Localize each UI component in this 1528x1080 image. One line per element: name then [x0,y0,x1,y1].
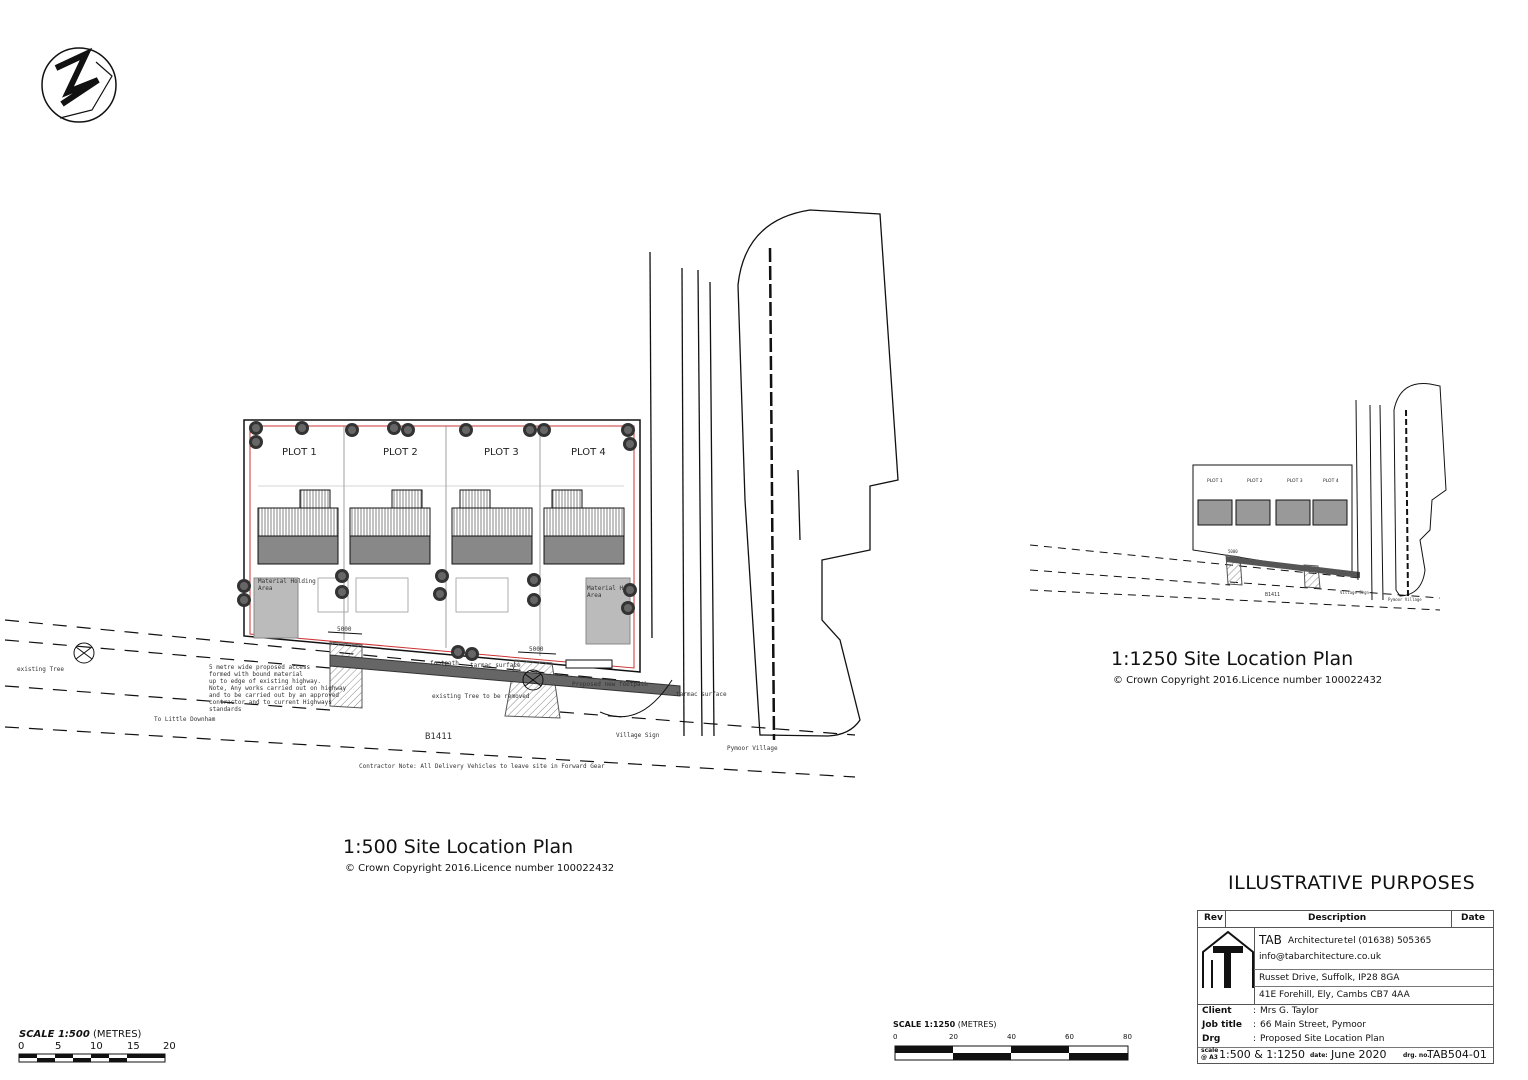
material-holding-1: Material Holding [258,578,316,585]
main-plan-title: 1:500 Site Location Plan [343,836,574,858]
company-name: TAB [1259,933,1282,947]
company-address-2: 41E Forehill, Ely, Cambs CB7 4AA [1259,990,1410,1000]
contractor-note: Contractor Note: All Delivery Vehicles t… [359,763,605,770]
tab-logo-icon [1202,930,1254,988]
scale-label: scale [1201,1047,1219,1054]
date-value: June 2020 [1331,1048,1387,1061]
scale-500-tick: 5 [55,1041,62,1052]
small-dimension: 5000 [1228,549,1238,554]
road-name-label: B1411 [425,732,452,742]
scale-bar-1250: SCALE 1:1250 (METRES) [893,1020,997,1029]
pymoor-village-label: Pymoor Village [727,745,778,752]
scale-bar-1250-graphic [894,1045,1129,1061]
company-tel: tel (01638) 505365 [1344,936,1432,946]
scale-value: 1:500 & 1:1250 [1219,1048,1305,1061]
north-arrow-icon [41,47,117,123]
small-village-sign: Village Sign [1340,590,1369,595]
small-plan-copyright: © Crown Copyright 2016.Licence number 10… [1113,675,1383,686]
access-note: 5 metre wide proposed access formed with… [209,664,347,713]
access-note-line: contractor and to current Highways [209,699,332,706]
material-holding-1-area: Area [258,585,273,592]
scale-bar-500-graphic [18,1053,166,1063]
access-note-line: 5 metre wide proposed access [209,664,311,671]
tree-removed-label: existing Tree to be removed [432,693,530,700]
scale-1250-tick: 0 [893,1033,898,1041]
job-colon: : [1253,1020,1257,1030]
small-plot-3-label: PLOT 3 [1287,478,1303,484]
access-note-line: standards [209,706,242,713]
scale-bar-500: SCALE 1:500 (METRES) [19,1029,141,1040]
drgno-label: drg. no. [1403,1052,1430,1059]
plot-4-label: PLOT 4 [571,447,606,458]
small-plot-4-label: PLOT 4 [1323,478,1339,484]
footpath-label: footpath [430,660,459,667]
material-holding-2: Material Ho [587,585,627,592]
drg-label: Drg [1202,1034,1221,1044]
plot-houses [257,489,625,565]
job-value: 66 Main Street, Pymoor [1260,1020,1366,1030]
company-address-1: Russet Drive, Suffolk, IP28 8GA [1259,973,1400,983]
scale-sub-label: @ A3 [1201,1054,1218,1061]
plot-3-label: PLOT 3 [484,447,519,458]
access-note-line: and to be carried out by an approved [209,692,339,699]
village-sign-label: Village Sign [616,732,660,739]
title-block: Rev Description Date TAB Architecture te… [1197,910,1494,1064]
scale-500-unit: (METRES) [92,1029,142,1040]
tarmac-surface-label: tarmac surface [676,691,727,698]
existing-tree-label: existing Tree [17,666,64,673]
title-block-header: Rev Description Date [1198,911,1493,928]
access-note-line: Note, Any works carried out on highway [209,685,347,692]
rev-header: Rev [1204,913,1223,923]
access-note-line: formed with bound material [209,671,303,678]
plot-1-label: PLOT 1 [282,447,317,458]
small-plan-title: 1:1250 Site Location Plan [1111,648,1354,670]
scale-1250-label: SCALE 1:1250 [893,1020,956,1029]
client-label: Client [1202,1006,1232,1016]
small-plot-1-label: PLOT 1 [1207,478,1223,484]
scale-1250-tick: 80 [1123,1033,1132,1041]
company-email: info@tabarchitecture.co.uk [1259,952,1382,962]
material-holding-2-area: Area [587,592,602,599]
scale-1250-unit: (METRES) [957,1020,997,1029]
main-plan-copyright: © Crown Copyright 2016.Licence number 10… [345,863,615,874]
scale-500-tick: 10 [90,1041,103,1052]
proposed-footpath-label: Proposed new footpath [572,681,648,688]
drg-value: Proposed Site Location Plan [1260,1034,1385,1044]
scale-500-tick: 0 [18,1041,25,1052]
scale-500-label: SCALE 1:500 [19,1029,90,1040]
drg-colon: : [1253,1034,1257,1044]
main-site-plan: PLOT 1 PLOT 2 PLOT 3 PLOT 4 existing Tre… [4,209,899,778]
scale-500-tick: 20 [163,1041,176,1052]
dimension-2: 5000 [529,646,544,653]
dimension-1: 5000 [337,626,352,633]
to-little-downham-label: To Little Downham [154,716,216,723]
plot-2-label: PLOT 2 [383,447,418,458]
scale-500-tick: 15 [127,1041,140,1052]
small-pymoor-label: Pymoor Village [1388,597,1422,602]
small-road-label: B1411 [1265,592,1280,598]
company-suffix: Architecture [1288,936,1344,946]
scale-1250-tick: 20 [949,1033,958,1041]
illustrative-purposes-label: ILLUSTRATIVE PURPOSES [1228,872,1476,894]
client-colon: : [1253,1006,1257,1016]
description-header: Description [1308,913,1367,923]
scale-1250-tick: 60 [1065,1033,1074,1041]
client-value: Mrs G. Taylor [1260,1006,1319,1016]
scale-1250-tick: 40 [1007,1033,1016,1041]
small-site-plan: PLOT 1 PLOT 2 PLOT 3 PLOT 4 5000 B1411 V… [1029,383,1447,611]
access-note-line: up to edge of existing highway. [209,678,321,685]
drgno-value: TAB504-01 [1427,1048,1487,1061]
job-label: Job title [1202,1020,1242,1030]
small-plot-2-label: PLOT 2 [1247,478,1263,484]
date-field-label: date: [1310,1052,1328,1059]
date-header: Date [1461,913,1485,923]
tarmac-label: tarmac surface [470,662,521,669]
